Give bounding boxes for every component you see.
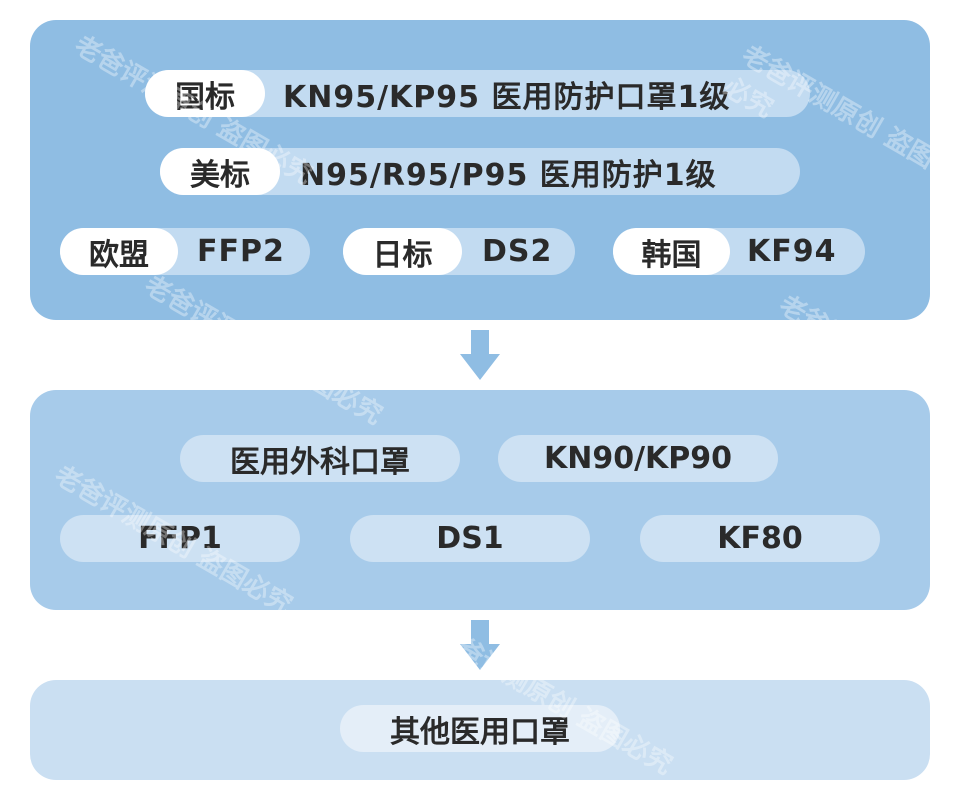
- standard-row-china: 国标 KN95/KP95 医用防护口罩1级: [145, 70, 810, 117]
- standard-value: FFP2: [197, 234, 285, 269]
- standard-value: DS2: [482, 234, 553, 269]
- mask-item: KN90/KP90: [498, 435, 778, 482]
- standard-value: N95/R95/P95 医用防护1级: [300, 157, 717, 193]
- mask-item: KF80: [640, 515, 880, 562]
- standard-row-eu: 欧盟 FFP2: [60, 228, 310, 275]
- standard-tag: 日标: [343, 228, 462, 275]
- standard-row-japan: 日标 DS2: [343, 228, 575, 275]
- mask-item: 医用外科口罩: [180, 435, 460, 482]
- standard-value: KN95/KP95 医用防护口罩1级: [283, 79, 731, 115]
- standard-row-korea: 韩国 KF94: [613, 228, 865, 275]
- arrow-down-icon: [460, 620, 500, 670]
- mask-item: FFP1: [60, 515, 300, 562]
- standard-tag: 美标: [160, 148, 280, 195]
- standard-tag: 韩国: [613, 228, 730, 275]
- standard-tag: 国标: [145, 70, 265, 117]
- mask-item: 其他医用口罩: [340, 705, 620, 752]
- standard-value: KF94: [747, 234, 837, 269]
- standard-tag: 欧盟: [60, 228, 178, 275]
- tier3-panel: 其他医用口罩: [30, 680, 930, 780]
- arrow-down-icon: [460, 330, 500, 380]
- tier1-panel: 国标 KN95/KP95 医用防护口罩1级 美标 N95/R95/P95 医用防…: [30, 20, 930, 320]
- tier2-panel: 医用外科口罩 KN90/KP90 FFP1 DS1 KF80: [30, 390, 930, 610]
- mask-item: DS1: [350, 515, 590, 562]
- standard-row-us: 美标 N95/R95/P95 医用防护1级: [160, 148, 800, 195]
